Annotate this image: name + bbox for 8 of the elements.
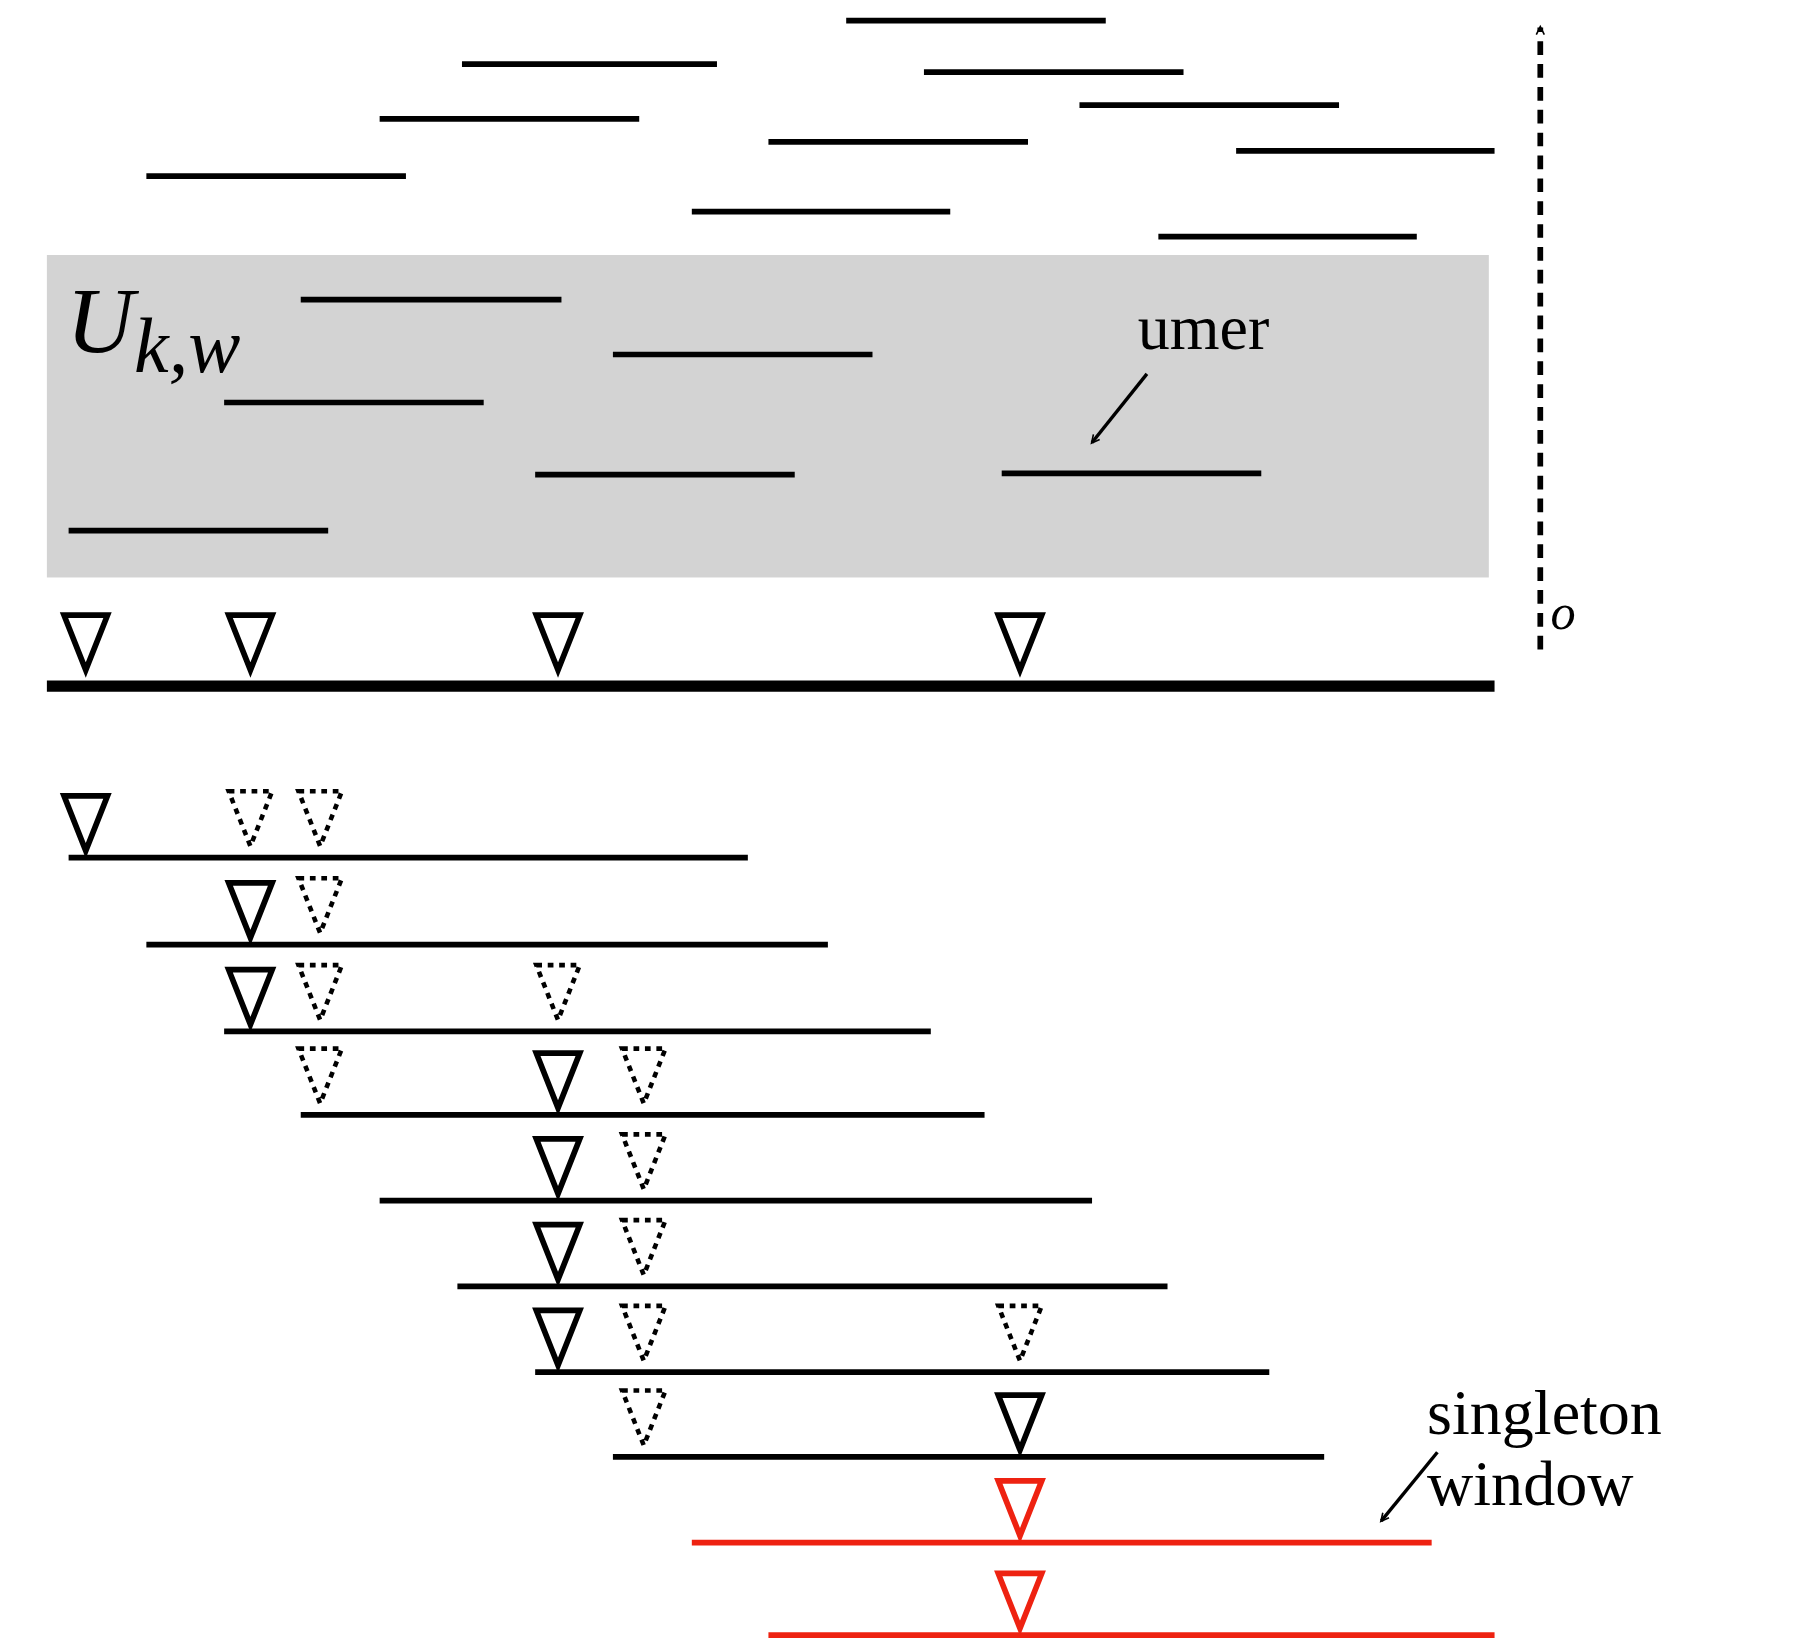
axis-label: o	[1550, 587, 1576, 639]
kmer-segment	[1001, 470, 1262, 477]
kmer-segment	[691, 1539, 1432, 1546]
leader-line	[1090, 372, 1149, 444]
leader-line	[1380, 1451, 1439, 1523]
annotation-text: singleton window	[1427, 1377, 1736, 1519]
set-label: U$_{k,w}$	[66, 274, 241, 386]
annotation-text: umer	[1137, 295, 1270, 360]
